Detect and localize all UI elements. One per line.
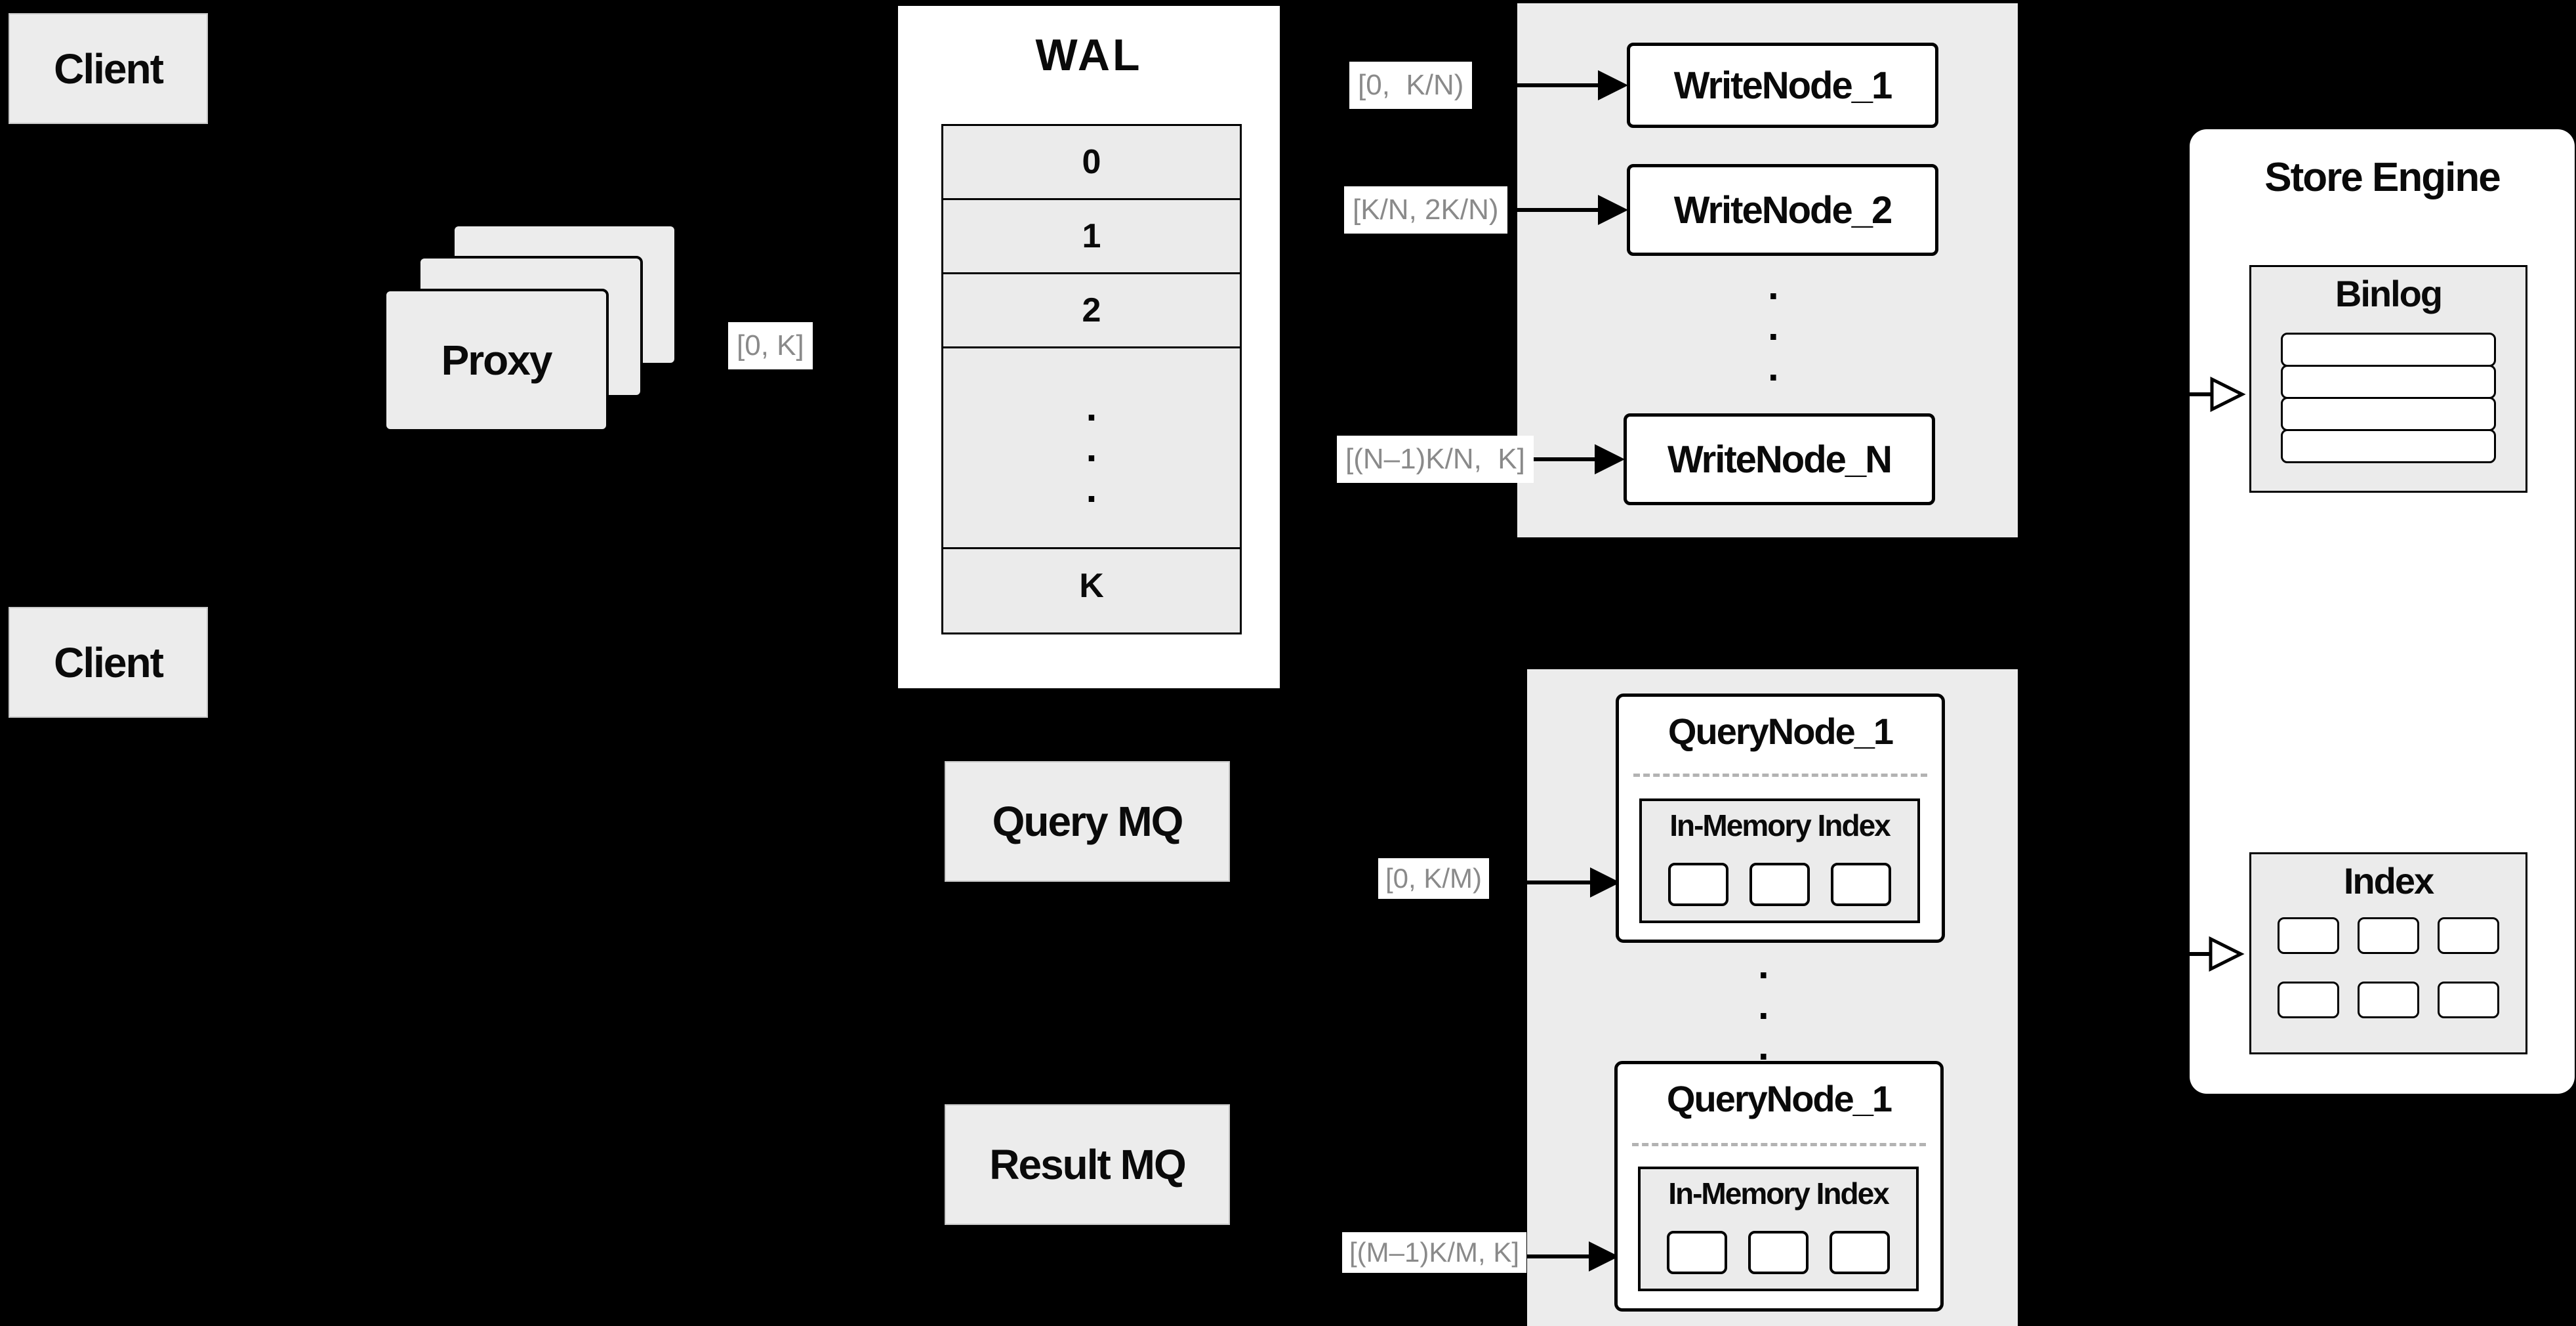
wal-title: WAL [1035, 30, 1143, 80]
range-label-write-node-1: [0, K/N) [1349, 62, 1473, 109]
segment-chip [1830, 1231, 1890, 1274]
wal-row-1: 1 [943, 200, 1240, 274]
wal-row-0: 0 [943, 126, 1240, 200]
index-segment [2278, 982, 2339, 1018]
query-node-top-title: QueryNode_1 [1667, 711, 1894, 752]
store-engine-panel: Store Engine Binlog Index [2190, 129, 2575, 1094]
wal-box: WAL 0 1 2 ... K [895, 3, 1282, 691]
query-mq-box: Query MQ [945, 761, 1230, 882]
wal-table: 0 1 2 ... K [941, 124, 1242, 634]
binlog-box: Binlog [2249, 265, 2527, 493]
client-top-label: Client [54, 45, 164, 93]
query-node-bottom-inmemory-index: In-Memory Index [1638, 1167, 1919, 1291]
wal-row-k: K [1079, 567, 1104, 605]
index-segment [2358, 982, 2419, 1018]
binlog-segment [2281, 429, 2496, 463]
index-segment [2438, 982, 2499, 1018]
wal-row-2: 2 [943, 274, 1240, 348]
query-node-bottom: QueryNode_1 In-Memory Index [1614, 1061, 1944, 1312]
result-mq-box: Result MQ [945, 1104, 1230, 1225]
range-label-query-node-1: [0, K/M) [1378, 858, 1490, 899]
range-label-write-node-n: [(N–1)K/N, K] [1337, 436, 1534, 483]
proxy-card-front: Proxy [384, 289, 609, 432]
write-node-1: WriteNode_1 [1627, 43, 1938, 128]
segment-chip [1749, 863, 1810, 906]
index-title: Index [2343, 860, 2434, 901]
result-mq-label: Result MQ [989, 1141, 1186, 1188]
query-node-bottom-title: QueryNode_1 [1666, 1078, 1892, 1119]
segment-chip [1667, 1231, 1727, 1274]
index-segment [2358, 917, 2419, 954]
binlog-title: Binlog [2335, 273, 2443, 314]
query-node-top: QueryNode_1 In-Memory Index [1616, 694, 1945, 943]
proxy-label: Proxy [441, 337, 553, 384]
write-node-n: WriteNode_N [1624, 413, 1935, 505]
wal-row-ellipsis: ... [943, 348, 1240, 549]
client-bottom-label: Client [54, 638, 164, 686]
index-segments [2251, 917, 2525, 1018]
segment-chip [1831, 863, 1891, 906]
wal-ellipsis-dots: ... [1086, 384, 1097, 510]
binlog-segment [2281, 397, 2496, 431]
query-node-bottom-separator [1632, 1143, 1926, 1146]
write-node-2: WriteNode_2 [1627, 164, 1938, 256]
query-nodes-ellipsis: ... [1758, 943, 1769, 1068]
range-label-query-node-m: [(M–1)K/M, K] [1342, 1232, 1527, 1273]
binlog-segment [2281, 365, 2496, 399]
query-node-top-separator [1633, 774, 1927, 777]
range-label-proxy-to-wal: [0, K] [728, 322, 813, 369]
client-box-bottom: Client [9, 607, 208, 718]
segment-chip [1668, 863, 1728, 906]
query-mq-label: Query MQ [992, 798, 1184, 845]
index-box: Index [2249, 852, 2527, 1054]
write-nodes-ellipsis: ... [1768, 264, 1779, 389]
store-engine-title: Store Engine [2264, 155, 2501, 200]
segment-chip [1748, 1231, 1809, 1274]
binlog-segment [2281, 333, 2496, 367]
range-label-write-node-2: [K/N, 2K/N) [1344, 186, 1507, 234]
client-box-top: Client [9, 13, 208, 124]
binlog-segments [2251, 333, 2525, 463]
query-node-top-inmemory-index: In-Memory Index [1639, 798, 1920, 923]
index-segment [2278, 917, 2339, 954]
index-segment [2438, 917, 2499, 954]
